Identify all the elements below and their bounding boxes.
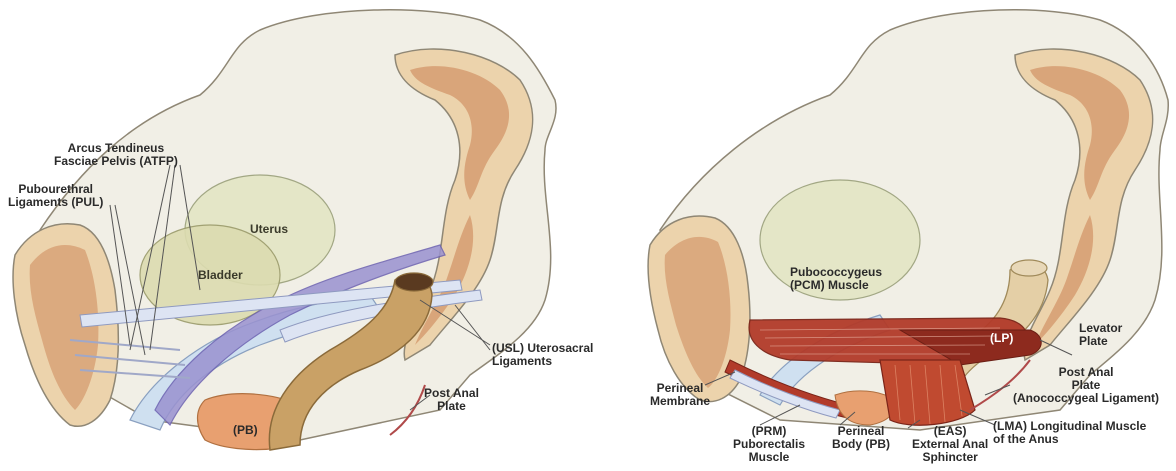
label-usl: (USL) Uterosacral Ligaments (492, 342, 593, 368)
label-right-post-anal-plate: Post Anal Plate (Anococcygeal Ligament) (1013, 366, 1159, 405)
label-left-post-anal-plate: Post Anal Plate (424, 387, 479, 413)
left-rectum-opening (395, 273, 433, 291)
label-left-pb: (PB) (233, 424, 258, 437)
label-levator-plate: Levator Plate (1079, 322, 1122, 348)
label-pcm: Pubococcygeus (PCM) Muscle (790, 266, 882, 292)
label-lma: (LMA) Longitudinal Muscle of the Anus (993, 420, 1146, 446)
label-uterus: Uterus (250, 223, 288, 236)
label-prm: (PRM) Puborectalis Muscle (733, 425, 805, 464)
label-lp: (LP) (990, 332, 1013, 345)
label-atfp: Arcus Tendineus Fasciae Pelvis (ATFP) (54, 142, 178, 168)
label-perineal-membrane: Perineal Membrane (650, 382, 710, 408)
label-perineal-body: Perineal Body (PB) (832, 425, 890, 451)
right-rectum-opening (1011, 260, 1047, 276)
label-pul: Pubourethral Ligaments (PUL) (8, 183, 103, 209)
label-bladder: Bladder (198, 269, 243, 282)
label-eas: (EAS) External Anal Sphincter (912, 425, 988, 464)
